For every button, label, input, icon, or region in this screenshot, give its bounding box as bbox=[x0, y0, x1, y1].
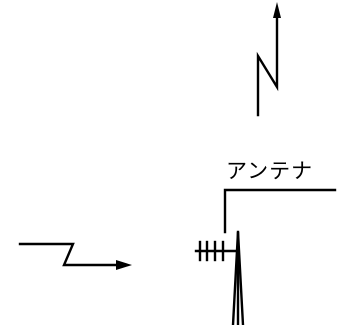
north-n-stroke bbox=[256, 14, 279, 117]
wind-arrow-icon bbox=[18, 242, 132, 270]
antenna-callout: アンテナ bbox=[223, 159, 337, 234]
north-arrow-icon bbox=[256, 2, 281, 117]
antenna-icon bbox=[194, 230, 245, 325]
wind-arrowhead bbox=[116, 260, 132, 270]
antenna-label: アンテナ bbox=[226, 159, 313, 183]
north-arrowhead bbox=[273, 2, 281, 18]
antenna-leader-line bbox=[223, 188, 337, 234]
wind-z-stroke bbox=[18, 242, 120, 267]
